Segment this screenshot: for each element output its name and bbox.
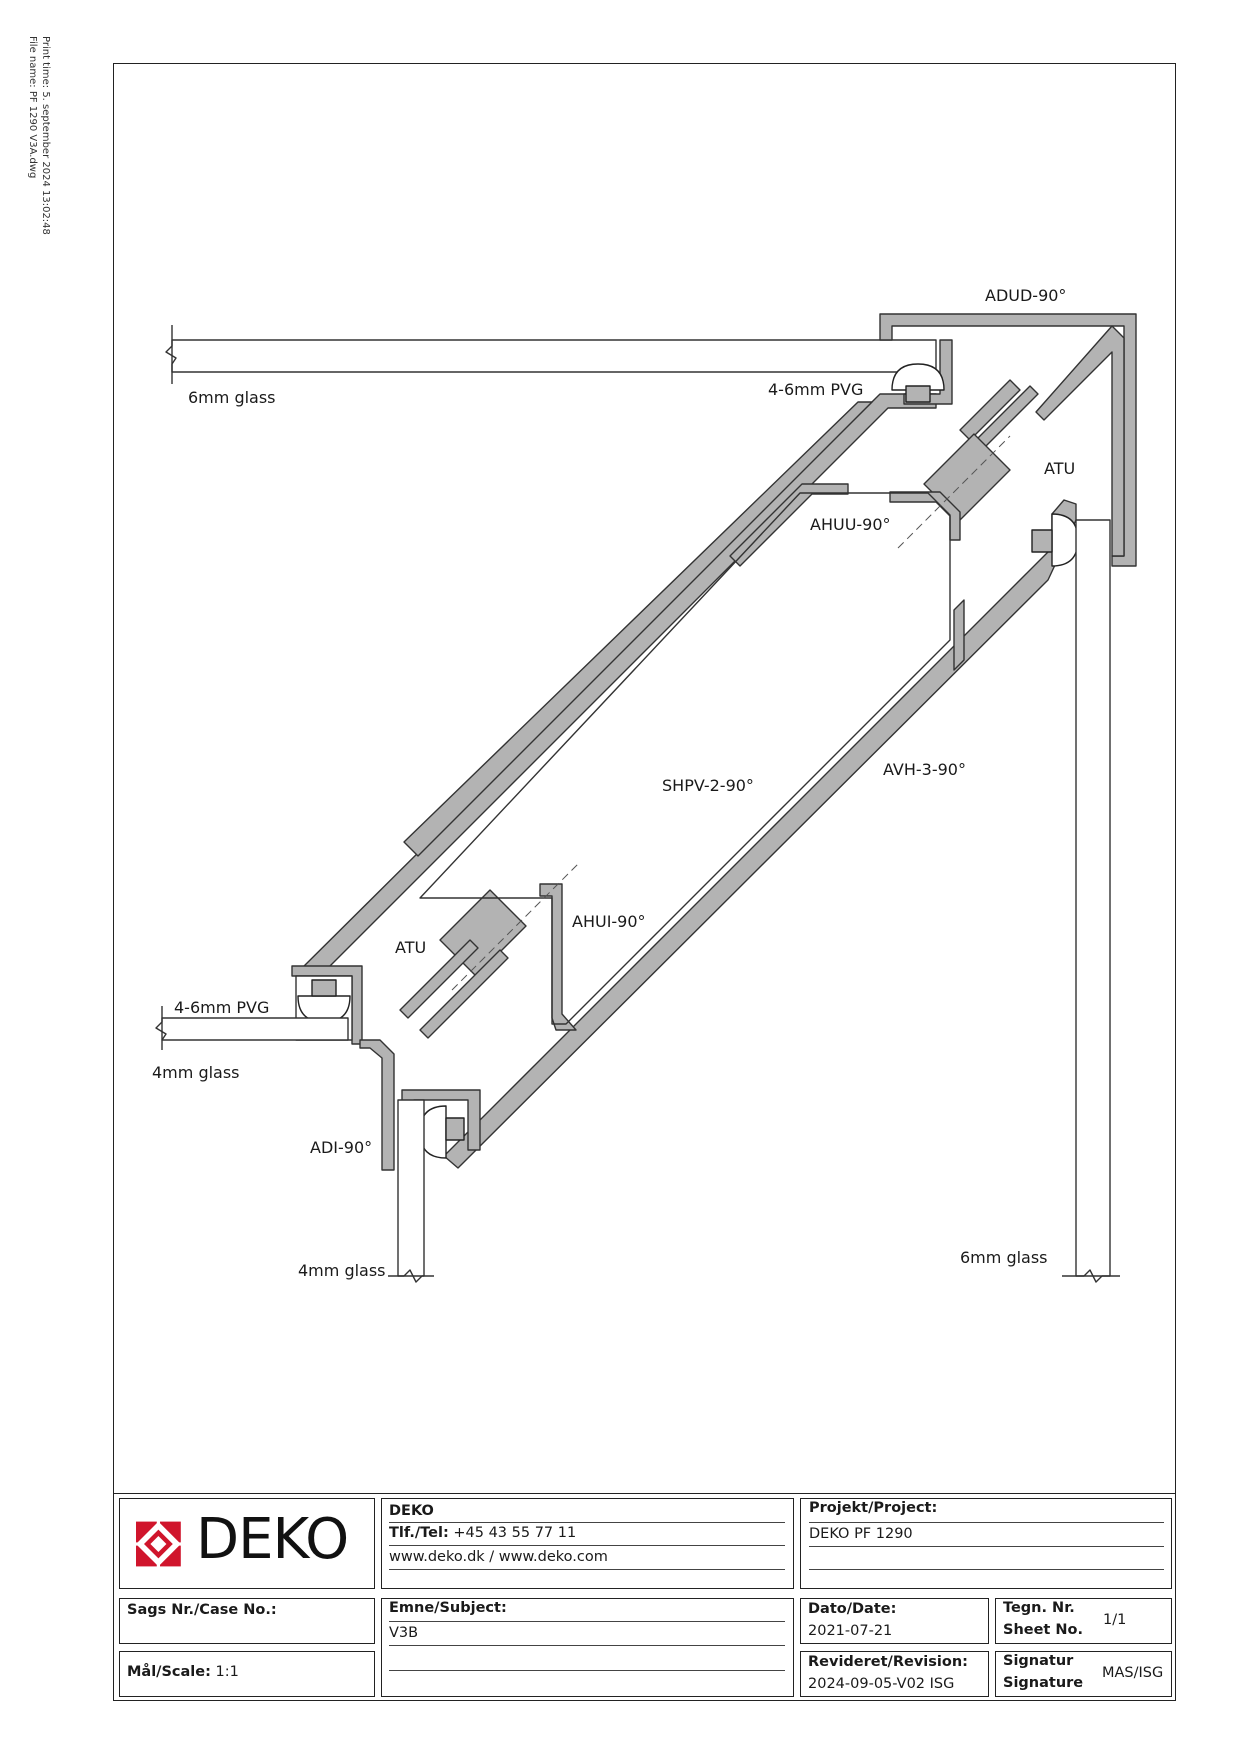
thermal-break-bottom-a [399,939,479,1019]
glass-pane-bottom [397,1099,425,1277]
project-cell [800,1498,1172,1589]
rule [389,1522,785,1523]
signature-cell [995,1651,1172,1697]
label-glass-4mm-left: 4mm glass [152,1063,240,1082]
centerline-bottom [451,861,581,991]
tel-value: +45 43 55 77 11 [453,1525,577,1541]
lower-transom [359,1039,395,1171]
label-adi: ADI-90° [310,1138,372,1157]
gasket-right-core [1031,529,1053,553]
ahui-profile [539,883,577,1031]
scale-label: Mål/Scale: [127,1664,211,1680]
subject-label: Emne/Subject: [389,1600,507,1616]
glass-pane-left [161,1017,349,1041]
rule [389,1545,785,1546]
thermal-break-bottom-b [419,949,509,1039]
date-cell [800,1598,989,1644]
scale: Mål/Scale: 1:1 [127,1664,239,1680]
revision-label: Revideret/Revision: [808,1654,968,1670]
deko-logo-mark [136,1521,181,1567]
company-cell [381,1498,794,1589]
label-avh: AVH-3-90° [883,760,966,779]
tel-label: Tlf./Tel: [389,1525,449,1541]
case-cell [119,1598,375,1644]
subject-cell [381,1598,794,1697]
rule [809,1546,1164,1547]
scale-value: 1:1 [215,1664,239,1680]
sheet-label-2: Sheet No. [1003,1622,1084,1638]
label-pvg-bottom: 4-6mm PVG [174,998,269,1017]
label-glass-6mm-right: 6mm glass [960,1248,1048,1267]
project-label: Projekt/Project: [809,1500,938,1516]
centerline-top [897,435,1011,549]
label-atu-top: ATU [1044,459,1075,478]
case-label: Sags Nr./Case No.: [127,1602,277,1618]
avh-wall [443,499,1077,1169]
glass-pane-right [1075,519,1111,1277]
label-atu-bottom: ATU [395,938,426,957]
company-web: www.deko.dk / www.deko.com [389,1549,608,1565]
shpv-panel [419,492,951,1025]
rule [809,1569,1164,1570]
avh-inner-tab [953,599,965,671]
signature-value: MAS/ISG [1102,1665,1164,1681]
sheet-label-1: Tegn. Nr. [1003,1600,1075,1616]
thermal-break-top-a [959,379,1021,441]
rule [809,1522,1164,1523]
glass-break-bottom [388,1269,434,1283]
label-ahuu: AHUU-90° [810,515,891,534]
rule [389,1569,785,1570]
company-name: DEKO [389,1503,434,1519]
label-ahui: AHUI-90° [572,912,646,931]
company-tel: Tlf./Tel: +45 43 55 77 11 [389,1525,576,1541]
rule [389,1670,785,1671]
gasket-adi-core [445,1117,465,1141]
lower-corner-profile [291,965,363,1045]
label-glass-4mm-bottom: 4mm glass [298,1261,386,1280]
glass-break-right [1062,1269,1120,1283]
rule [389,1621,785,1622]
upper-left-inner [403,401,873,857]
sheet-value: 1/1 [1103,1612,1127,1628]
subject-value: V3B [389,1625,419,1641]
label-shpv: SHPV-2-90° [662,776,754,795]
bracket-top [729,483,849,567]
date-value: 2021-07-21 [808,1623,893,1639]
gasket-bottom-left-core [311,979,337,997]
atu-top [923,433,1011,521]
rule [389,1645,785,1646]
gasket-top [891,363,945,391]
date-label: Dato/Date: [808,1601,897,1617]
label-glass-6mm-top: 6mm glass [188,388,276,407]
glass-break-left [155,1006,167,1050]
project-value: DEKO PF 1290 [809,1526,913,1542]
glass-pane-top [171,339,937,373]
label-adud: ADUD-90° [985,286,1066,305]
revision-cell [800,1651,989,1697]
revision-value: 2024-09-05-V02 ISG [808,1676,955,1692]
adud-inner [1035,325,1125,557]
scale-cell [119,1651,375,1697]
glass-break-top [165,325,177,384]
gasket-top-core [905,385,931,403]
signature-label-1: Signatur [1003,1653,1074,1669]
signature-label-2: Signature [1003,1675,1084,1691]
sheet-cell [995,1598,1172,1644]
label-pvg-top: 4-6mm PVG [768,380,863,399]
deko-logo-text: DEKO [196,1507,349,1572]
